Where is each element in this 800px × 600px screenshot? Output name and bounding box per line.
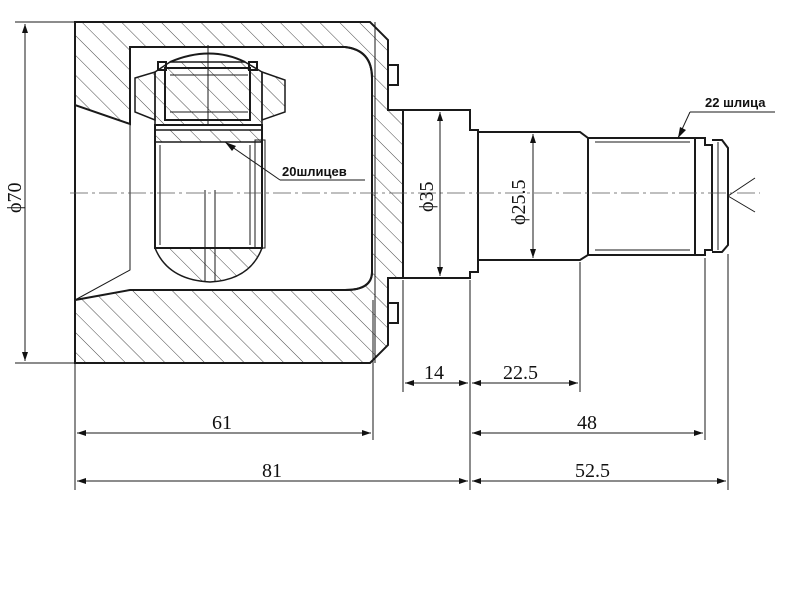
inner-race	[134, 45, 286, 283]
dim-14-text: 14	[424, 362, 444, 384]
leader-inner-splines: 20шлицев	[224, 141, 365, 181]
dim-length-48: 48	[472, 412, 703, 436]
dim-25-5-text: ϕ25.5	[508, 179, 530, 225]
dim-22-5-text: 22.5	[503, 362, 538, 384]
dim-35-text: ϕ35	[416, 181, 438, 212]
dim-length-22-5: 22.5	[472, 362, 578, 386]
dim-52-5-text: 52.5	[575, 460, 610, 482]
dim-length-52-5: 52.5	[472, 460, 726, 484]
dim-diameter-70: ϕ70	[4, 21, 75, 364]
inner-splines-label: 20шлицев	[282, 164, 347, 179]
dim-length-14: 14	[405, 362, 468, 386]
dim-length-61: 61	[77, 412, 371, 436]
extension-lines	[74, 254, 729, 490]
outer-splines-label: 22 шлица	[705, 95, 766, 110]
leader-outer-splines: 22 шлица	[677, 95, 775, 139]
dim-diameter-25-5: ϕ25.5	[508, 134, 536, 258]
dim-81-text: 81	[262, 460, 282, 482]
dim-48-text: 48	[577, 412, 597, 434]
dim-70-text: ϕ70	[4, 182, 26, 213]
dim-length-81: 81	[77, 460, 468, 484]
dim-diameter-35: ϕ35	[416, 112, 443, 276]
dim-61-text: 61	[212, 412, 232, 434]
stem	[403, 109, 756, 279]
